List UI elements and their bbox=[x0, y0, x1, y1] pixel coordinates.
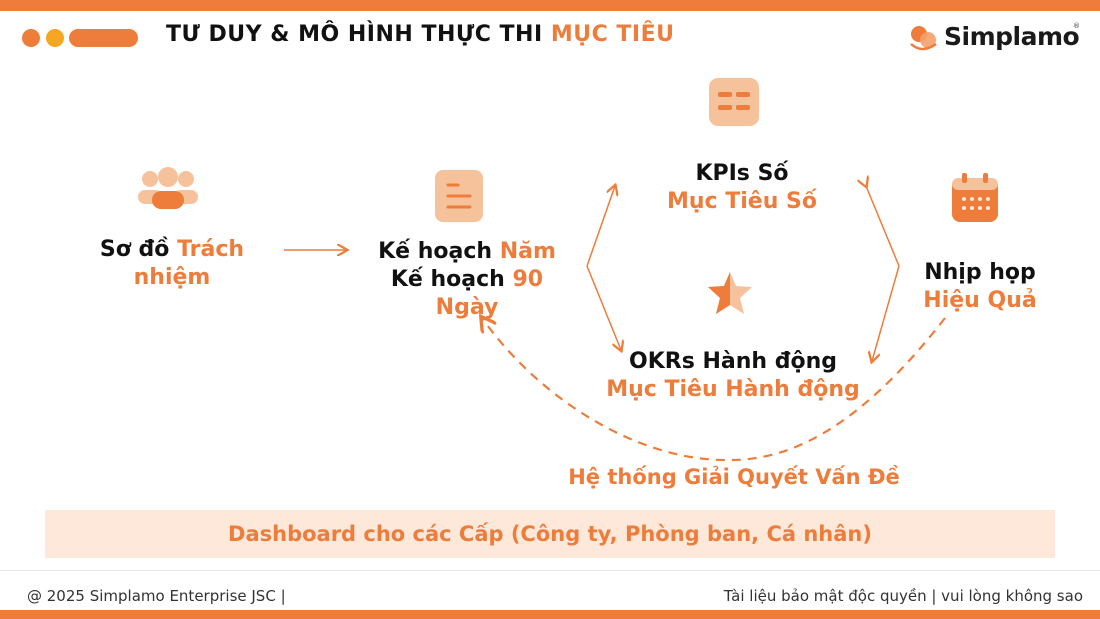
ke-hoach-l1a: Kế hoạch bbox=[378, 239, 500, 264]
ke-hoach-l1b: Năm bbox=[499, 239, 556, 264]
kpis-l2: Mục Tiêu Số bbox=[666, 189, 817, 214]
nhip-hop-l1: Nhịp họp bbox=[924, 260, 1036, 285]
table-grid-icon bbox=[709, 78, 759, 126]
okrs-l1: OKRs Hành động bbox=[629, 349, 837, 374]
people-group-icon bbox=[138, 167, 198, 209]
ke-hoach-l2a: Kế hoạch bbox=[390, 267, 513, 292]
arrow-to-okrs-right bbox=[872, 265, 900, 361]
document-list-icon bbox=[435, 170, 483, 222]
calendar-icon bbox=[952, 173, 998, 222]
arrow-from-kpis bbox=[866, 186, 900, 267]
arrow-to-kpis bbox=[586, 186, 615, 267]
ke-hoach-l3: Ngày bbox=[435, 295, 499, 320]
node-so-do-trach-nhiem: Sơ đồ Trách nhiệm bbox=[92, 236, 252, 292]
decor-pill bbox=[69, 29, 138, 47]
footer-divider bbox=[0, 570, 1100, 571]
ke-hoach-l2b: 90 bbox=[512, 267, 544, 292]
nhip-hop-l2: Hiệu Quả bbox=[923, 288, 1037, 313]
title-highlight: MỤC TIÊU bbox=[550, 22, 675, 47]
okrs-l2: Mục Tiêu Hành động bbox=[606, 377, 860, 402]
arrow-to-okrs bbox=[586, 265, 621, 350]
node-ke-hoach: Kế hoạch Năm Kế hoạch 90 Ngày bbox=[362, 238, 572, 322]
dashboard-banner: Dashboard cho các Cấp (Công ty, Phòng ba… bbox=[45, 510, 1055, 558]
so-do-label-c: nhiệm bbox=[133, 265, 211, 290]
node-nhip-hop: Nhịp họp Hiệu Quả bbox=[895, 259, 1065, 315]
footer-copyright: @ 2025 Simplamo Enterprise JSC | bbox=[27, 587, 286, 605]
node-okrs: OKRs Hành động Mục Tiêu Hành động bbox=[578, 348, 888, 404]
so-do-label-b: Trách bbox=[177, 237, 245, 262]
top-accent-bar bbox=[0, 0, 1100, 11]
decor-dot-yellow bbox=[46, 29, 64, 47]
slide-title: TƯ DUY & MÔ HÌNH THỰC THI MỤC TIÊU bbox=[166, 22, 674, 47]
decor-dot-orange bbox=[22, 29, 40, 47]
simplamo-logo: Simplamo ® bbox=[906, 18, 1086, 58]
footer-confidential: Tài liệu bảo mật độc quyền | vui lòng kh… bbox=[723, 587, 1083, 605]
node-he-thong-giai-quyet: Hệ thống Giải Quyết Vấn Đề bbox=[568, 465, 900, 489]
so-do-label-a: Sơ đồ bbox=[99, 237, 178, 262]
node-kpis: KPIs Số Mục Tiêu Số bbox=[632, 160, 852, 216]
title-main: TƯ DUY & MÔ HÌNH THỰC THI bbox=[166, 22, 551, 47]
kpis-l1: KPIs Số bbox=[695, 161, 789, 186]
logo-registered: ® bbox=[1073, 22, 1080, 30]
logo-text: Simplamo bbox=[944, 22, 1080, 51]
star-icon bbox=[708, 272, 752, 314]
dashboard-label: Dashboard cho các Cấp (Công ty, Phòng ba… bbox=[228, 522, 872, 546]
dashed-feedback-loop bbox=[482, 318, 946, 462]
logo-mark-icon bbox=[910, 26, 937, 51]
bottom-accent-bar bbox=[0, 610, 1100, 619]
